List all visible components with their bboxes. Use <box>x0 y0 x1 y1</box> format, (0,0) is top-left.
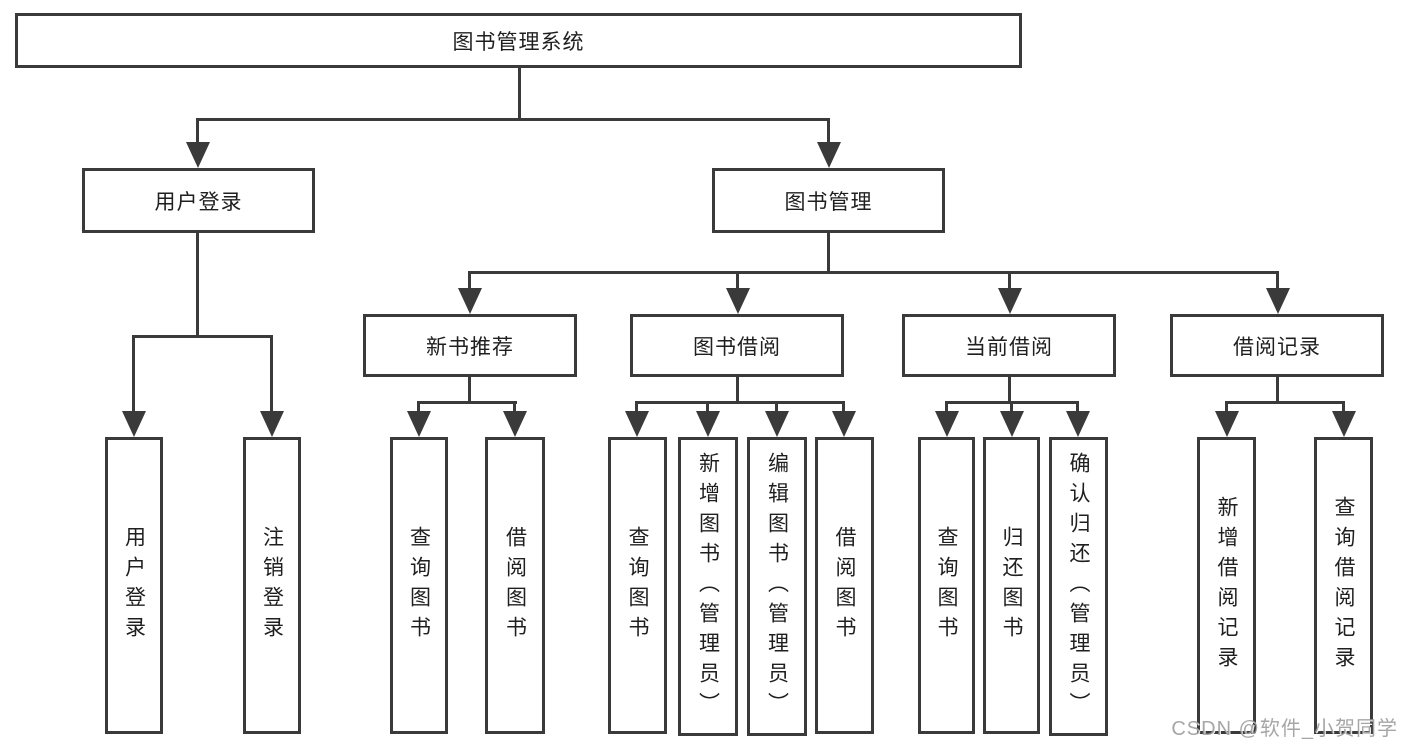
connector-stem <box>706 401 709 413</box>
connector-stem <box>1010 401 1013 413</box>
csdn-watermark: CSDN @软件_小贺同学 <box>1171 718 1398 740</box>
leaf-logout: 注销登录 <box>243 437 301 734</box>
arrowhead <box>1215 411 1239 437</box>
node-label: 查询借阅记录 <box>1332 495 1355 676</box>
node-label: 当前借阅 <box>965 335 1053 359</box>
arrowhead <box>1332 411 1356 437</box>
arrowhead <box>503 411 527 437</box>
connector-stem <box>1225 401 1228 413</box>
connector-stem <box>417 401 420 413</box>
node-current-borrow: 当前借阅 <box>902 314 1116 377</box>
connector-new-book-stem <box>468 377 471 404</box>
node-label: 查询图书 <box>626 525 649 646</box>
node-user-login: 用户登录 <box>82 168 315 233</box>
leaf-current-confirm-admin: 确认归还（管理员） <box>1049 437 1108 736</box>
connector-stem <box>842 401 845 413</box>
node-label: 借阅记录 <box>1233 335 1321 359</box>
connector-root-hline <box>196 118 830 121</box>
node-label: 借阅图书 <box>833 525 856 646</box>
node-label: 新增图书（管理员） <box>696 451 720 722</box>
leaf-borrow-add-admin: 新增图书（管理员） <box>678 437 738 736</box>
leaf-new-book-borrow: 借阅图书 <box>485 437 545 734</box>
arrowhead <box>832 411 856 437</box>
connector-stem-record <box>1276 271 1279 290</box>
arrowhead <box>1000 411 1024 437</box>
connector-stem-logout <box>270 335 273 413</box>
arrowhead <box>625 411 649 437</box>
connector-stem <box>1342 401 1345 413</box>
connector-stem-borrow <box>736 271 739 290</box>
connector-stem-user-login <box>196 118 199 144</box>
arrowhead <box>407 411 431 437</box>
node-new-book-recommend: 新书推荐 <box>363 314 577 377</box>
connector-current-borrow-stem <box>1008 377 1011 404</box>
connector-stem-current <box>1008 271 1011 290</box>
node-label: 图书借阅 <box>693 335 781 359</box>
arrowhead-login <box>122 411 146 437</box>
arrowhead-current <box>998 288 1022 314</box>
leaf-new-book-query: 查询图书 <box>390 437 448 734</box>
arrowhead-logout <box>260 411 284 437</box>
node-book-borrow: 图书借阅 <box>630 314 844 377</box>
leaf-borrow-query: 查询图书 <box>608 437 667 734</box>
connector-stem <box>1076 401 1079 413</box>
connector-book-mgmt-hline <box>468 271 1279 274</box>
arrowhead-new-book <box>458 288 482 314</box>
connector-stem <box>513 401 516 413</box>
leaf-borrow-borrow: 借阅图书 <box>815 437 874 734</box>
node-label: 新书推荐 <box>426 335 514 359</box>
node-label: 注销登录 <box>260 525 284 646</box>
connector-stem-new-book <box>468 271 471 290</box>
leaf-current-return: 归还图书 <box>983 437 1040 734</box>
arrowhead <box>696 411 720 437</box>
connector-book-mgmt-stem <box>827 233 830 273</box>
connector-book-borrow-stem <box>736 377 739 404</box>
connector-user-login-stem <box>196 233 199 338</box>
node-label: 借阅图书 <box>503 525 527 646</box>
connector-new-book-hline <box>417 401 517 404</box>
node-label: 用户登录 <box>154 190 243 214</box>
leaf-record-query: 查询借阅记录 <box>1314 437 1373 734</box>
connector-stem <box>635 401 638 413</box>
node-label: 图书管理 <box>784 190 873 214</box>
node-label: 新增借阅记录 <box>1215 495 1238 676</box>
leaf-record-add: 新增借阅记录 <box>1197 437 1256 734</box>
connector-stem-login <box>132 335 135 413</box>
node-borrow-record: 借阅记录 <box>1170 314 1384 377</box>
node-label: 用户登录 <box>122 525 146 646</box>
arrowhead-record <box>1266 288 1290 314</box>
node-book-mgmt: 图书管理 <box>712 168 945 233</box>
connector-stem <box>945 401 948 413</box>
connector-stem <box>775 401 778 413</box>
node-label: 归还图书 <box>1000 525 1023 646</box>
node-label: 编辑图书（管理员） <box>765 451 789 722</box>
arrowhead-borrow <box>726 288 750 314</box>
connector-user-login-hline <box>132 335 273 338</box>
arrowhead <box>935 411 959 437</box>
leaf-user-login: 用户登录 <box>105 437 163 734</box>
node-label: 查询图书 <box>935 525 958 646</box>
leaf-current-query: 查询图书 <box>918 437 975 734</box>
connector-borrow-record-hline <box>1225 401 1344 404</box>
arrowhead <box>1066 411 1090 437</box>
arrowhead <box>765 411 789 437</box>
connector-book-borrow-hline <box>635 401 845 404</box>
node-root-book-management-system: 图书管理系统 <box>15 13 1022 68</box>
node-label: 查询图书 <box>407 525 431 646</box>
connector-root-stem <box>518 67 521 120</box>
leaf-borrow-edit-admin: 编辑图书（管理员） <box>747 437 807 736</box>
node-label: 确认归还（管理员） <box>1067 451 1090 722</box>
node-label: 图书管理系统 <box>452 30 585 54</box>
arrowhead-user-login <box>186 142 210 168</box>
arrowhead-book-mgmt <box>817 142 841 168</box>
connector-borrow-record-stem <box>1276 377 1279 404</box>
connector-stem-book-mgmt <box>827 118 830 144</box>
